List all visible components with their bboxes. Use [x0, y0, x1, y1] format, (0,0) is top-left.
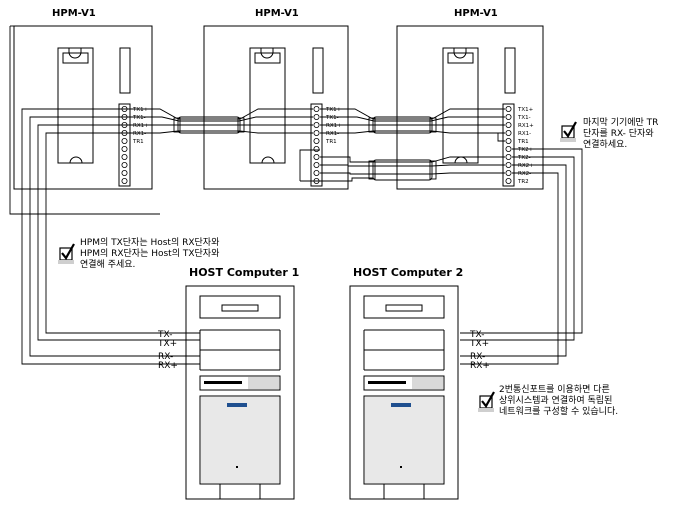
checkbox-icon — [560, 121, 577, 142]
terminal-label: TR2 — [517, 179, 529, 185]
host-2-signal: TX+ — [469, 339, 489, 349]
note-top-right: 마지막 기기에만 TR — [583, 117, 658, 128]
host-1-signal: RX+ — [158, 361, 178, 371]
cable-1-2 — [121, 108, 313, 134]
terminal-label: TR1 — [325, 139, 337, 145]
host-1-title: HOST Computer 1 — [189, 266, 299, 279]
terminal-label: RX1+ — [518, 123, 534, 129]
host-1-drive-slot — [204, 381, 242, 384]
cable-2-3 — [320, 108, 505, 134]
wires-right-to-host2 — [460, 148, 583, 365]
terminal-label: TX1+ — [132, 107, 149, 113]
note-bottom-right: 상위시스템과 연결하여 독립된 — [499, 394, 612, 406]
note-bottom-right: 네트워크를 구성할 수 있습니다. — [499, 405, 618, 417]
host-2-signal: RX+ — [470, 361, 490, 371]
terminal-label: TR1 — [517, 139, 529, 145]
host-2-drive-panel — [412, 377, 443, 389]
host-2-signal: TX- — [469, 330, 484, 340]
terminal-label: TR1 — [132, 139, 144, 145]
terminal-label: TX2+ — [517, 147, 534, 153]
terminal-screws — [121, 106, 512, 184]
terminal-label: RX1+ — [133, 123, 149, 129]
host-2-dot — [400, 466, 402, 468]
wires-left-to-host1 — [9, 25, 200, 365]
host-1-signal: TX+ — [157, 339, 177, 349]
hpm-device-3 — [396, 25, 544, 190]
hpm-device-2 — [203, 25, 349, 190]
terminal-label: RX1- — [518, 131, 531, 137]
host-1-dot — [236, 466, 238, 468]
terminal-label: RX1- — [326, 131, 339, 137]
device-1-title: HPM-V1 — [52, 8, 96, 19]
hpm-device-1 — [13, 25, 153, 190]
terminal-label: TX1- — [132, 115, 146, 121]
host-2-lower-panel — [365, 397, 443, 483]
device-2-title: HPM-V1 — [255, 8, 299, 19]
tr-jumper — [497, 132, 505, 142]
terminal-label: TX2- — [517, 155, 531, 161]
terminal-label: RX1+ — [326, 123, 342, 129]
terminal-label: RX2+ — [518, 163, 534, 169]
note-left: 연결해 주세요. — [80, 259, 135, 270]
host-1-power-indicator — [227, 403, 247, 407]
host-computer-2 — [349, 285, 459, 500]
note-left: HPM의 RX단자는 Host의 TX단자와 — [80, 247, 219, 259]
checkbox-icon — [478, 391, 495, 412]
host-1-drive-panel — [248, 377, 279, 389]
host-2-title: HOST Computer 2 — [353, 266, 463, 279]
note-top-right: 연결하세요. — [583, 139, 627, 150]
note-bottom-right: 2번통신포트를 이용하면 다른 — [499, 384, 610, 395]
host-2-power-indicator — [391, 403, 411, 407]
host-2-drive-slot — [368, 381, 406, 384]
host-2-signal: RX- — [470, 352, 485, 362]
terminal-label: RX2- — [518, 171, 531, 177]
terminal-label: TX1+ — [325, 107, 342, 113]
host-1-signal: RX- — [158, 352, 173, 362]
note-top-right: 단자를 RX- 단자와 — [583, 127, 654, 139]
terminal-label: RX1- — [133, 131, 146, 137]
note-left: HPM의 TX단자는 Host의 RX단자와 — [80, 236, 219, 248]
host-1-signal: TX- — [157, 330, 172, 340]
cable-2-3-lower — [299, 149, 505, 182]
terminal-label: TX1- — [325, 115, 339, 121]
terminal-label: TX1- — [517, 115, 531, 121]
device-3-title: HPM-V1 — [454, 8, 498, 19]
host-computer-1 — [185, 285, 295, 500]
host-1-lower-panel — [201, 397, 279, 483]
checkbox-icon — [58, 243, 75, 264]
terminal-label: TX1+ — [517, 107, 534, 113]
